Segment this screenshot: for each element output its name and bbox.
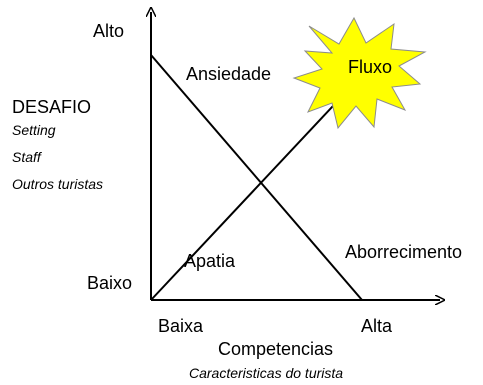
region-boredom-label: Aborrecimento [345,242,463,262]
region-anxiety-label: Ansiedade [186,64,272,84]
y-axis-factor-others: Outros turistas [12,176,104,192]
region-apathy-label: Apatia [184,251,236,271]
y-axis-factor-setting: Setting [12,122,56,138]
x-axis-high-label: Alta [361,316,393,336]
x-axis-subtitle: Caracteristicas do turista [189,365,344,381]
y-axis-title: DESAFIO [12,97,92,117]
x-axis-title: Competencias [218,339,334,359]
y-axis-high-label: Alto [93,21,125,41]
y-axis-factor-staff: Staff [12,149,41,165]
challenge-decrease-line [150,54,363,301]
region-flow-label: Fluxo [348,57,393,77]
y-axis-low-label: Baixo [87,273,133,293]
flow-starburst-icon [292,16,427,130]
x-axis-low-label: Baixa [158,316,204,336]
